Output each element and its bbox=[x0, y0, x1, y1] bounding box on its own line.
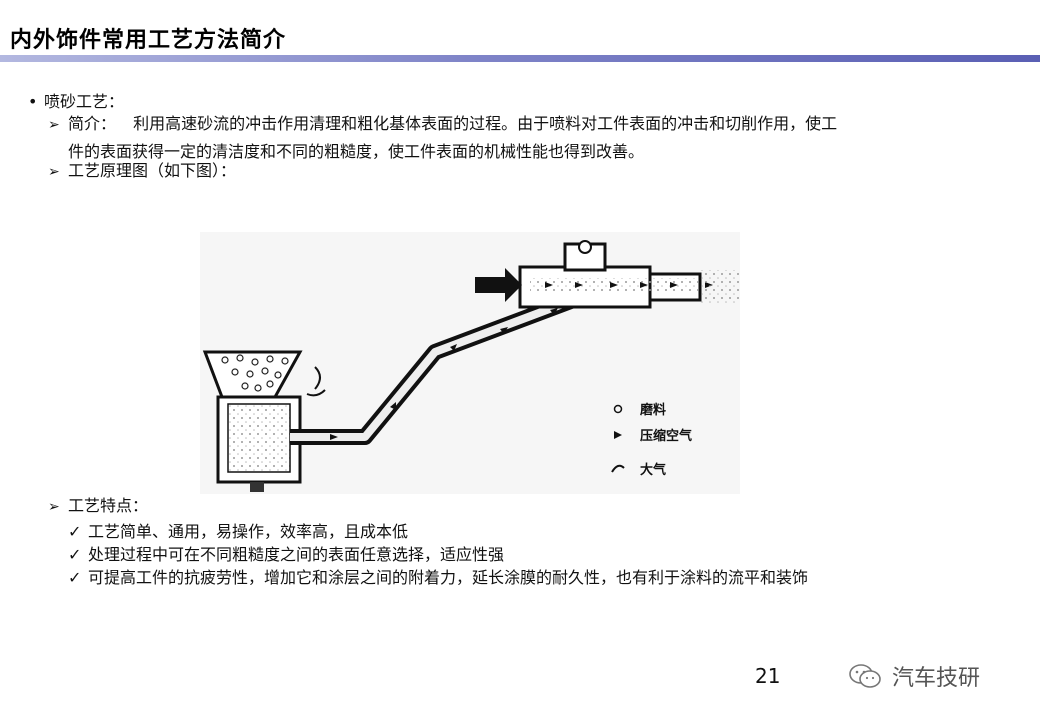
bullet-dot-icon: • bbox=[28, 92, 38, 111]
brand-watermark: 汽车技研 bbox=[848, 660, 980, 692]
page-number: 21 bbox=[755, 664, 781, 688]
features-line: ➢ 工艺特点： bbox=[48, 495, 148, 518]
abrasive-dot-icon bbox=[613, 404, 623, 414]
section-bullet: • 喷砂工艺： bbox=[28, 88, 124, 112]
feature-item: ✓工艺简单、通用，易操作，效率高，且成本低 bbox=[68, 522, 409, 541]
air-inlet-arrow bbox=[475, 268, 522, 302]
intro-text-1: 利用高速砂流的冲击作用清理和粗化基体表面的过程。由于喷料对工件表面的冲击和切削作… bbox=[133, 114, 838, 133]
curved-arrow-icon bbox=[611, 464, 625, 473]
legend-atmosphere: 大气 bbox=[640, 462, 666, 478]
check-icon: ✓ bbox=[68, 568, 82, 587]
diagram-legend: 磨料 压缩空气 大气 bbox=[611, 402, 692, 478]
wechat-icon bbox=[849, 664, 881, 688]
features-label: 工艺特点： bbox=[68, 496, 149, 515]
feature-item: ✓可提高工件的抗疲劳性，增加它和涂层之间的附着力，延长涂膜的耐久性，也有利于涂料… bbox=[68, 568, 809, 587]
intro-label: 简介： bbox=[68, 114, 117, 133]
brand-name: 汽车技研 bbox=[892, 666, 981, 691]
principle-label: 工艺原理图 bbox=[68, 161, 149, 180]
legend-abrasive: 磨料 bbox=[640, 402, 666, 418]
triangle-icon bbox=[614, 431, 622, 439]
check-icon: ✓ bbox=[68, 545, 82, 564]
section-heading: 喷砂工艺： bbox=[44, 92, 125, 111]
page-title: 内外饰件常用工艺方法简介 bbox=[10, 27, 287, 53]
legend-compressed-air: 压缩空气 bbox=[640, 428, 692, 444]
arrow-bullet-icon: ➢ bbox=[48, 117, 60, 133]
feature-item: ✓处理过程中可在不同粗糙度之间的表面任意选择，适应性强 bbox=[68, 545, 505, 564]
intro-line: ➢ 简介： 利用高速砂流的冲击作用清理和粗化基体表面的过程。由于喷料对工件表面的冲… bbox=[48, 113, 837, 136]
principle-line: ➢ 工艺原理图（如下图）： bbox=[48, 160, 236, 183]
title-underline-bar bbox=[0, 55, 1040, 62]
intro-text-2: 件的表面获得一定的清洁度和不同的粗糙度，使工件表面的机械性能也得到改善。 bbox=[68, 142, 645, 161]
check-icon: ✓ bbox=[68, 522, 82, 541]
arrow-bullet-icon: ➢ bbox=[48, 499, 60, 515]
sandblast-diagram: 磨料 压缩空气 大气 bbox=[200, 232, 740, 494]
arrow-bullet-icon: ➢ bbox=[48, 164, 60, 180]
principle-note: （如下图）： bbox=[148, 161, 237, 180]
